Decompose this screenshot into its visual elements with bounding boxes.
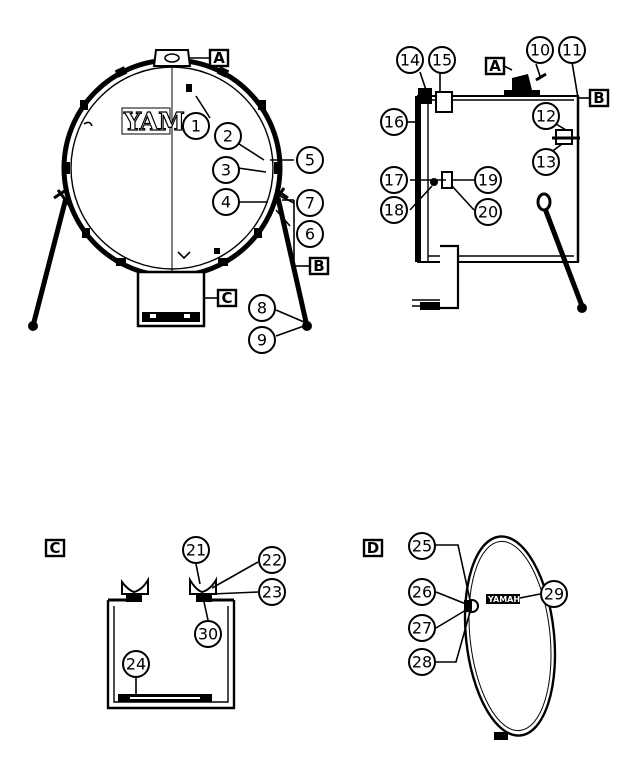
svg-text:18: 18: [384, 201, 404, 220]
callout-19: 19: [474, 166, 502, 194]
callout-20: 20: [474, 198, 502, 226]
svg-text:28: 28: [412, 653, 432, 672]
callout-3: 3: [212, 156, 240, 184]
svg-text:11: 11: [562, 41, 582, 60]
letter-d-detail: D: [362, 538, 384, 558]
svg-text:17: 17: [384, 171, 404, 190]
callout-21: 21: [182, 536, 210, 564]
callout-27: 27: [408, 614, 436, 642]
side-leg: [541, 205, 585, 307]
side-top-mount: [512, 74, 532, 92]
letter-c-front: C: [216, 288, 238, 308]
detail-letter-boxes: A C B A B C D: [44, 48, 610, 558]
callout-25: 25: [408, 532, 436, 560]
svg-text:4: 4: [221, 193, 231, 212]
svg-text:12: 12: [536, 107, 556, 126]
svg-text:9: 9: [257, 331, 267, 350]
callout-10: 10: [526, 36, 554, 64]
svg-text:D: D: [367, 539, 379, 557]
callout-9: 9: [248, 326, 276, 354]
svg-text:14: 14: [400, 51, 420, 70]
svg-text:16: 16: [384, 113, 404, 132]
left-wing-nut: [121, 576, 149, 602]
callout-15: 15: [428, 46, 456, 74]
letter-b-front: B: [308, 256, 330, 276]
svg-text:19: 19: [478, 171, 498, 190]
letter-b-side: B: [588, 88, 610, 108]
svg-text:B: B: [593, 89, 604, 107]
svg-text:30: 30: [198, 625, 218, 644]
svg-text:6: 6: [305, 225, 315, 244]
svg-text:8: 8: [257, 299, 267, 318]
callout-1: 1: [182, 112, 210, 140]
left-leg: [31, 197, 69, 323]
callout-13: 13: [532, 148, 560, 176]
head-logo-text: YAM: [123, 107, 185, 136]
svg-text:26: 26: [412, 583, 432, 602]
svg-text:1: 1: [191, 117, 201, 136]
callouts: 1 2 3 4 5 6 7 8 9 10 11 12 13 14 15 16 1…: [122, 36, 586, 678]
detail-d-head: [463, 535, 557, 737]
callout-23: 23: [258, 578, 286, 606]
tension-lugs: [62, 66, 282, 266]
detail-d: YAMAHA: [434, 535, 557, 740]
svg-text:21: 21: [186, 541, 206, 560]
callout-18: 18: [380, 196, 408, 224]
letter-c-detail: C: [44, 538, 66, 558]
svg-text:20: 20: [478, 203, 498, 222]
right-leg-foot: [302, 321, 312, 331]
svg-text:23: 23: [262, 583, 282, 602]
svg-text:A: A: [489, 57, 501, 75]
callout-26: 26: [408, 578, 436, 606]
svg-text:7: 7: [305, 194, 315, 213]
callout-12: 12: [532, 102, 560, 130]
right-wing-nut: [189, 576, 217, 602]
callout-7: 7: [296, 189, 324, 217]
svg-text:29: 29: [544, 585, 564, 604]
callout-2: 2: [214, 122, 242, 150]
front-view: YAM: [28, 49, 312, 337]
svg-text:2: 2: [223, 127, 233, 146]
detail-c: [106, 561, 259, 710]
callout-6: 6: [296, 220, 324, 248]
svg-text:3: 3: [221, 161, 231, 180]
callout-29: 29: [540, 580, 568, 608]
callout-11: 11: [558, 36, 586, 64]
svg-text:C: C: [49, 539, 60, 557]
letter-a-side: A: [484, 56, 506, 76]
svg-text:C: C: [221, 289, 232, 307]
callout-8: 8: [248, 294, 276, 322]
side-bottom-mount: [440, 244, 460, 310]
callout-24: 24: [122, 650, 150, 678]
callout-22: 22: [258, 546, 286, 574]
svg-text:25: 25: [412, 537, 432, 556]
callout-17: 17: [380, 166, 408, 194]
svg-text:A: A: [213, 49, 225, 67]
detail-d-logo-text: YAMAHA: [487, 595, 527, 604]
callout-28: 28: [408, 648, 436, 676]
svg-text:27: 27: [412, 619, 432, 638]
callout-4: 4: [212, 188, 240, 216]
callout-5: 5: [296, 146, 324, 174]
callout-30: 30: [194, 620, 222, 648]
detail-c-bracket: [106, 600, 236, 710]
callout-16: 16: [380, 108, 408, 136]
left-leg-foot: [28, 321, 38, 331]
letter-a-front: A: [208, 48, 230, 68]
svg-text:22: 22: [262, 551, 282, 570]
head-logo-plate: [121, 107, 171, 135]
svg-text:24: 24: [126, 655, 146, 674]
svg-text:13: 13: [536, 153, 556, 172]
callout-14: 14: [396, 46, 424, 74]
detail-d-logo: [486, 594, 520, 604]
svg-text:5: 5: [305, 151, 315, 170]
svg-text:15: 15: [432, 51, 452, 70]
svg-text:10: 10: [530, 41, 550, 60]
svg-text:B: B: [313, 257, 324, 275]
